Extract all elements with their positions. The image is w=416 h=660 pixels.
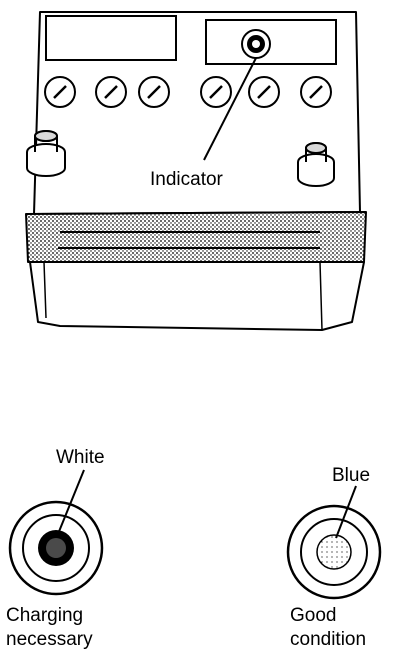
right-window [205,19,337,65]
cell-cap-5 [248,76,280,108]
battery-band [25,211,367,263]
terminal-left [26,130,66,177]
cell-cap-6 [300,76,332,108]
cell-cap-1 [44,76,76,108]
good-condition-label-line1: Good [290,605,337,626]
battery-case [29,261,365,331]
indicator-leader-line [203,57,257,161]
left-window [45,15,177,61]
indicator-detail-white [8,469,104,596]
cell-cap-2 [95,76,127,108]
cell-caps [44,76,332,108]
battery [25,11,367,331]
white-label: White [56,447,105,468]
charging-necessary-label-line1: Charging [6,605,84,626]
cell-cap-3 [138,76,170,108]
blue-label: Blue [332,465,371,486]
cell-cap-4 [200,76,232,108]
charging-necessary-label-line2: necessary [6,629,93,650]
good-condition-label-line2: condition [290,629,367,650]
indicator-label: Indicator [150,169,223,190]
terminal-right [297,142,335,187]
indicator-eye [241,29,271,59]
indicator-detail-blue [286,485,382,600]
lid-windows [45,15,337,65]
